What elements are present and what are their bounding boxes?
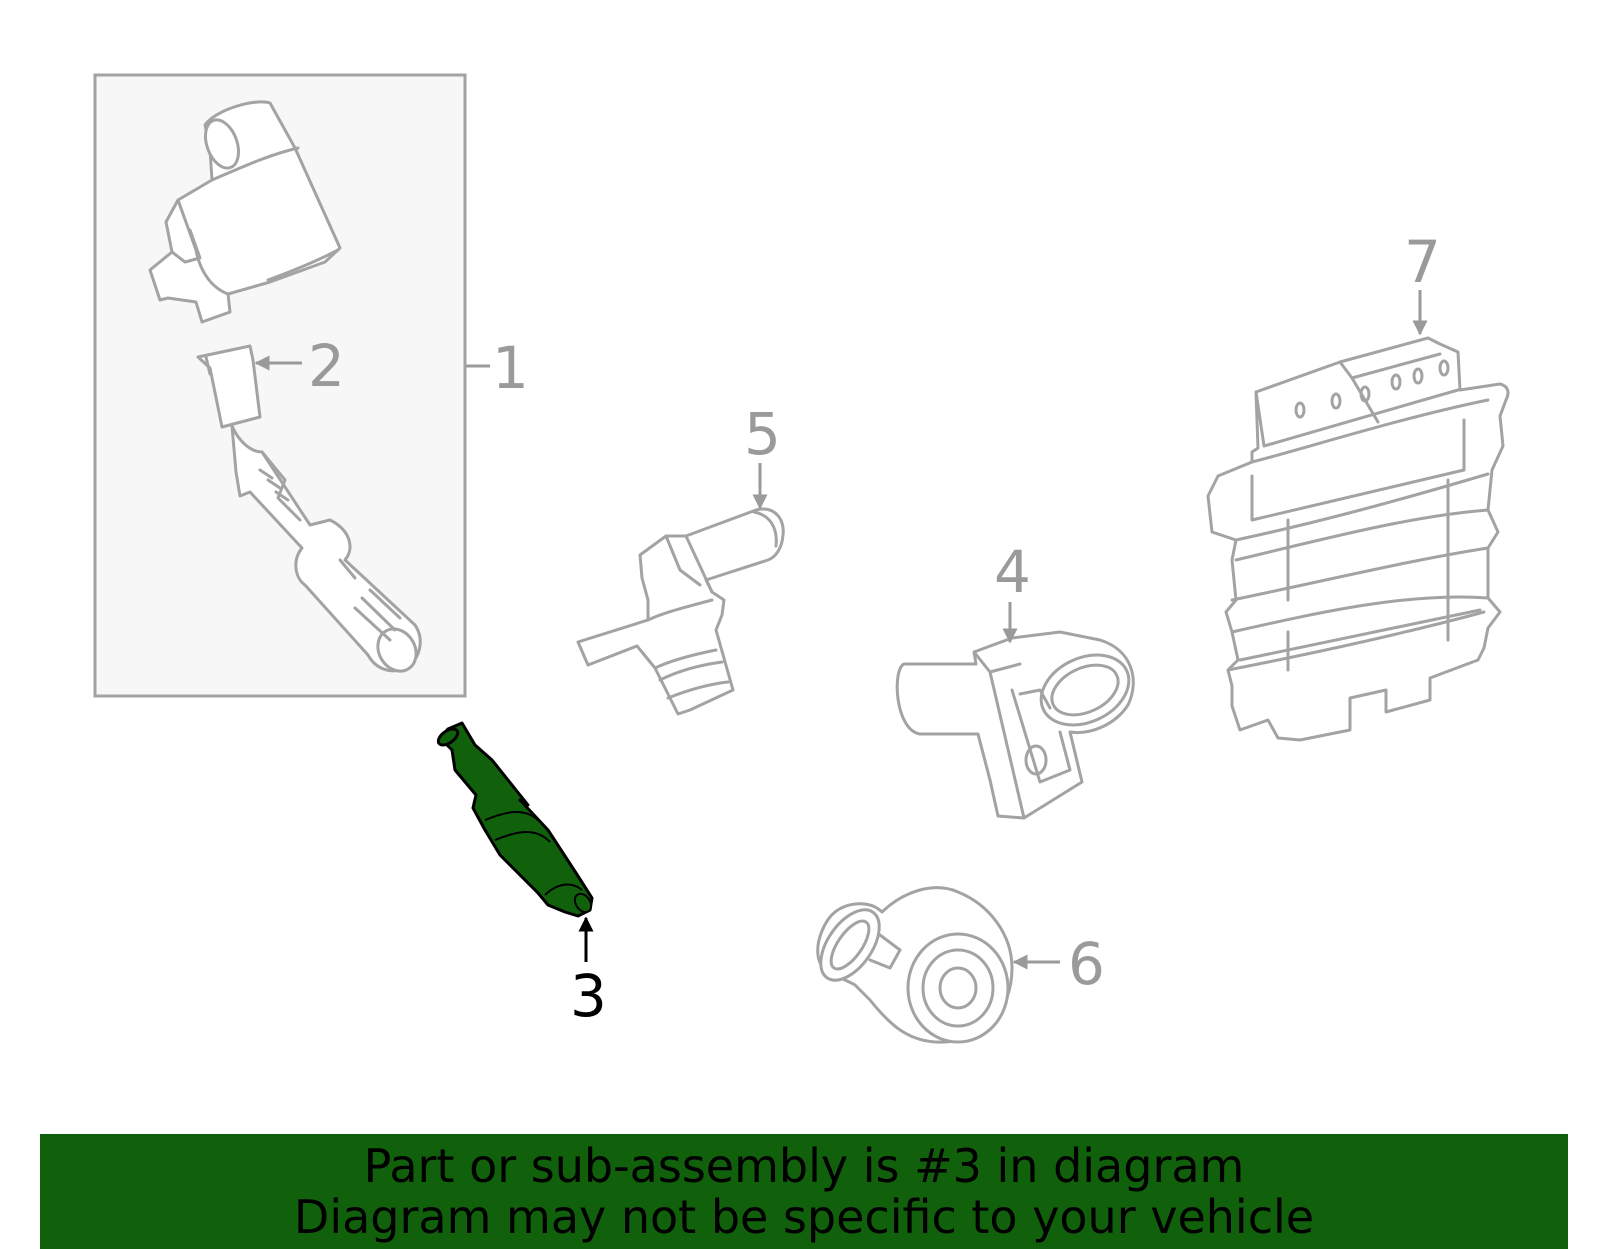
- engine-control-module[interactable]: [1206, 336, 1510, 742]
- ignition-coil[interactable]: [148, 100, 342, 324]
- crankshaft-sensor[interactable]: [895, 630, 1140, 820]
- callout-4[interactable]: 4: [994, 538, 1031, 606]
- callout-5[interactable]: 5: [744, 400, 781, 468]
- coil-boot[interactable]: [196, 344, 424, 678]
- callout-7[interactable]: 7: [1404, 228, 1441, 296]
- camshaft-sensor[interactable]: [576, 507, 785, 716]
- callout-1[interactable]: 1: [492, 334, 529, 402]
- banner-line-1: Part or sub-assembly is #3 in diagram: [363, 1138, 1245, 1193]
- info-banner: Part or sub-assembly is #3 in diagram Di…: [40, 1134, 1568, 1249]
- spark-plug[interactable]: [436, 721, 595, 918]
- callout-3[interactable]: 3: [570, 962, 607, 1030]
- callout-6[interactable]: 6: [1068, 930, 1105, 998]
- banner-line-2: Diagram may not be specific to your vehi…: [293, 1189, 1315, 1244]
- knock-sensor[interactable]: [809, 886, 1014, 1044]
- callout-2[interactable]: 2: [308, 332, 345, 400]
